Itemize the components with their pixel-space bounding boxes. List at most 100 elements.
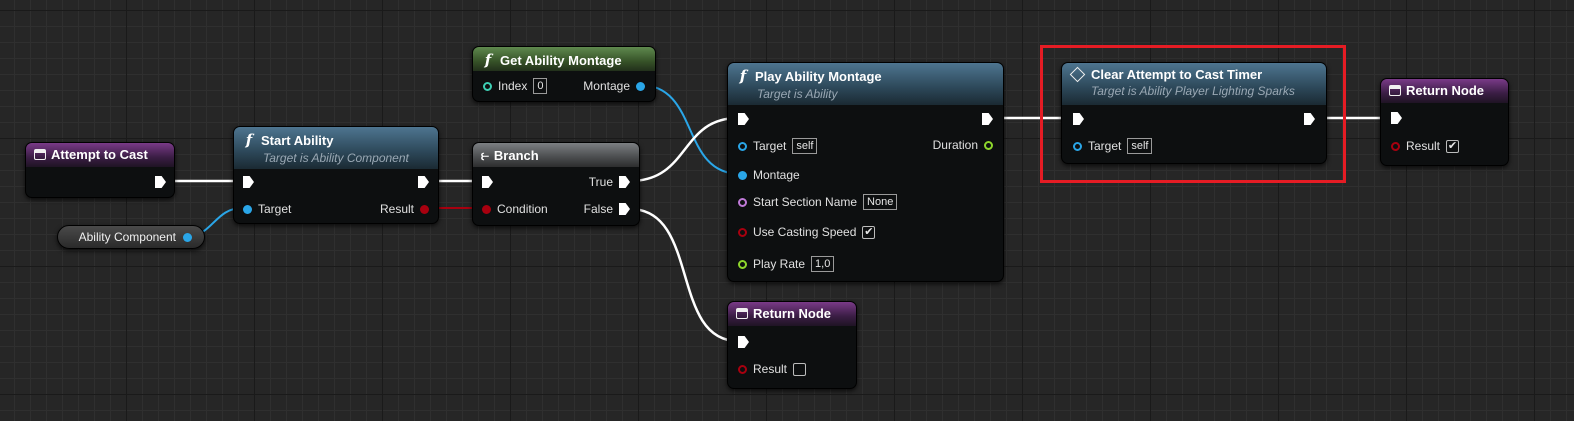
node-subtitle: Target is Ability Component xyxy=(263,151,409,165)
function-icon: f xyxy=(484,51,492,69)
bool-pin-icon xyxy=(482,204,491,214)
pin-label: Duration xyxy=(932,138,978,152)
play-rate-input[interactable]: 1,0 xyxy=(811,256,835,272)
ability-component-variable-node[interactable]: Ability Component xyxy=(57,225,205,249)
node-title: Get Ability Montage xyxy=(500,52,622,68)
pin-label: Target xyxy=(258,202,292,216)
attempt-to-cast-node[interactable]: Attempt to Cast xyxy=(25,142,175,198)
exec-arrow-icon xyxy=(738,336,749,348)
montage-in-pin[interactable]: Montage xyxy=(738,167,800,183)
exec-arrow-icon xyxy=(482,176,493,188)
exec-out-pin[interactable] xyxy=(155,174,166,190)
true-pin[interactable]: True xyxy=(589,174,630,190)
object-pin-icon xyxy=(738,141,747,151)
clear-timer-header: Clear Attempt to Cast Timer Target is Ab… xyxy=(1062,63,1326,105)
result-checkbox[interactable] xyxy=(793,362,807,376)
start-section-input[interactable]: None xyxy=(863,194,898,210)
object-wire-montage xyxy=(639,84,741,175)
attempt-to-cast-header: Attempt to Cast xyxy=(26,143,174,167)
false-pin[interactable]: False xyxy=(584,201,630,217)
float-pin-icon xyxy=(984,140,993,150)
exec-wire-true-to-play xyxy=(629,116,739,183)
pin-label: Result xyxy=(753,362,788,376)
index-value-input[interactable]: 0 xyxy=(533,78,548,94)
use-casting-speed-checkbox[interactable]: ✔ xyxy=(862,225,876,239)
exec-in-pin[interactable] xyxy=(243,174,254,190)
bool-pin-icon xyxy=(738,364,747,374)
result-pin[interactable]: Result xyxy=(738,361,807,377)
target-value-input[interactable]: self xyxy=(792,138,818,154)
exec-in-pin[interactable] xyxy=(1073,111,1084,127)
index-pin[interactable]: Index 0 xyxy=(483,78,548,94)
variable-label: Ability Component xyxy=(78,230,176,244)
return-node-header: Return Node xyxy=(1381,79,1508,103)
bool-pin-icon xyxy=(420,204,429,214)
use-casting-speed-pin[interactable]: Use Casting Speed ✔ xyxy=(738,224,876,240)
return-node-false[interactable]: Return Node Result xyxy=(727,301,857,389)
node-title: Start Ability xyxy=(261,132,334,148)
exec-in-pin[interactable] xyxy=(482,174,493,190)
clear-attempt-to-cast-timer-node[interactable]: Clear Attempt to Cast Timer Target is Ab… xyxy=(1061,62,1327,164)
exec-arrow-icon xyxy=(738,113,749,125)
start-section-name-pin[interactable]: Start Section Name None xyxy=(738,194,898,210)
exec-out-pin[interactable] xyxy=(1304,111,1315,127)
exec-arrow-icon xyxy=(418,176,429,188)
function-icon: f xyxy=(739,67,747,85)
exec-out-pin[interactable] xyxy=(418,174,429,190)
exec-in-pin[interactable] xyxy=(738,334,749,350)
exec-arrow-icon xyxy=(1073,113,1084,125)
start-ability-node[interactable]: f Start Ability Target is Ability Compone… xyxy=(233,126,439,224)
branch-node[interactable]: ⥼Branch True Condition False xyxy=(472,142,640,226)
branch-header: ⥼Branch xyxy=(473,143,639,167)
exec-wire-false-to-return xyxy=(629,207,739,343)
bool-pin-icon xyxy=(738,227,747,237)
target-pin[interactable]: Target self xyxy=(738,138,818,154)
pin-label: Target xyxy=(753,139,787,153)
pin-label: Use Casting Speed xyxy=(753,225,857,239)
pin-label: Index xyxy=(498,79,528,93)
exec-arrow-icon xyxy=(155,176,166,188)
object-pin-icon xyxy=(1073,141,1082,151)
object-pin-icon xyxy=(636,81,645,91)
node-title: Attempt to Cast xyxy=(51,147,148,162)
pin-label: True xyxy=(588,175,613,189)
diamond-icon xyxy=(1069,66,1086,83)
object-pin-icon xyxy=(738,170,747,180)
target-value-input[interactable]: self xyxy=(1127,138,1153,154)
get-ability-montage-header: f Get Ability Montage xyxy=(473,47,655,71)
start-ability-header: f Start Ability Target is Ability Compone… xyxy=(234,127,438,169)
result-checkbox[interactable]: ✔ xyxy=(1446,139,1460,153)
object-pin-icon xyxy=(243,204,252,214)
exec-arrow-icon xyxy=(1304,113,1315,125)
exec-arrow-icon xyxy=(619,203,630,215)
result-pin[interactable]: Result xyxy=(380,201,429,217)
branch-icon: ⥼ xyxy=(481,147,489,163)
bool-pin-icon xyxy=(1391,141,1400,151)
object-pin-icon[interactable] xyxy=(183,232,192,242)
duration-pin[interactable]: Duration xyxy=(933,137,993,153)
montage-out-pin[interactable]: Montage xyxy=(583,78,645,94)
result-pin[interactable]: Result ✔ xyxy=(1391,138,1460,154)
exec-arrow-icon xyxy=(1391,112,1402,124)
condition-pin[interactable]: Condition xyxy=(482,201,548,217)
node-subtitle: Target is Ability Player Lighting Sparks xyxy=(1091,84,1295,98)
exec-in-pin[interactable] xyxy=(1391,110,1402,126)
return-icon xyxy=(1389,85,1401,96)
exec-in-pin[interactable] xyxy=(738,111,749,127)
node-title: Return Node xyxy=(1406,83,1484,98)
pin-label: Condition xyxy=(497,202,548,216)
return-node-true[interactable]: Return Node Result ✔ xyxy=(1380,78,1509,166)
function-icon: f xyxy=(245,131,253,149)
target-pin[interactable]: Target xyxy=(243,201,291,217)
node-title: Play Ability Montage xyxy=(755,68,882,84)
pin-label: Result xyxy=(379,202,414,216)
pin-label: Start Section Name xyxy=(753,195,858,209)
node-title: Return Node xyxy=(753,306,831,321)
pin-label: Result xyxy=(1406,139,1441,153)
get-ability-montage-node[interactable]: f Get Ability Montage Index 0 Montage xyxy=(472,46,656,102)
exec-out-pin[interactable] xyxy=(982,111,993,127)
